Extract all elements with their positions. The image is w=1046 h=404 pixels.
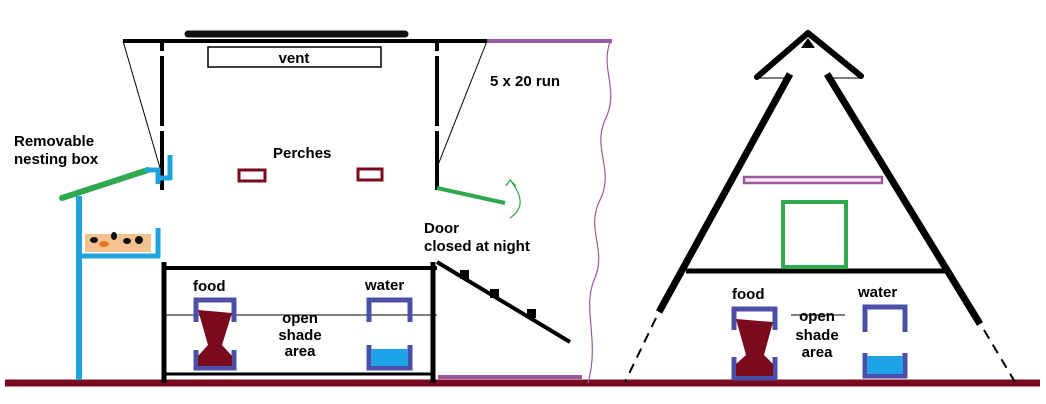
door-label-2: closed at night bbox=[424, 238, 530, 255]
nest-straw-eggs bbox=[85, 232, 151, 252]
ramp-cleat bbox=[490, 289, 499, 298]
shade-label-2: shade bbox=[278, 327, 321, 344]
a-frame-left-leg bbox=[655, 72, 794, 314]
a-frame-right-dashed bbox=[983, 329, 1016, 383]
food-label-front: food bbox=[732, 286, 764, 303]
nest-roof bbox=[59, 167, 151, 201]
eave-line-right bbox=[437, 40, 488, 166]
water-level bbox=[371, 349, 408, 366]
perch bbox=[356, 167, 384, 182]
a-frame-right-leg bbox=[824, 72, 983, 326]
vent-label: vent bbox=[279, 50, 310, 67]
shade-label-front-3: area bbox=[802, 344, 834, 361]
ridge-peak bbox=[801, 38, 815, 48]
ramp bbox=[435, 260, 572, 344]
ramp-cleat bbox=[527, 309, 536, 318]
door bbox=[436, 186, 506, 205]
shade-label-3: area bbox=[285, 343, 317, 360]
door-label-1: Door bbox=[424, 220, 459, 237]
nest-box-front bbox=[781, 200, 848, 269]
water-feeder-frame-front bbox=[862, 304, 908, 379]
ridge-cap bbox=[754, 30, 864, 80]
shade-label-1: open bbox=[282, 310, 318, 327]
a-frame-left-dashed bbox=[624, 317, 657, 383]
vent bbox=[207, 46, 382, 68]
ramp-cleat bbox=[460, 270, 469, 279]
shade-label-front-2: shade bbox=[795, 327, 838, 344]
water-label-front: water bbox=[857, 284, 897, 301]
food-feeder-frame bbox=[193, 297, 237, 371]
side-view: vent Perches 5 x 20 run Door closed at n… bbox=[14, 30, 612, 384]
food-feeder-frame-front bbox=[731, 306, 778, 381]
water-label: water bbox=[364, 277, 404, 294]
food-label: food bbox=[193, 278, 225, 295]
nesting-label-2: nesting box bbox=[14, 151, 99, 168]
nest-hanger bbox=[145, 155, 173, 184]
perch bbox=[237, 168, 267, 183]
food-hopper-front bbox=[736, 319, 773, 376]
food-hopper bbox=[198, 310, 232, 366]
perch-front bbox=[742, 175, 884, 185]
run-fence-edge bbox=[587, 41, 612, 384]
shade-label-front-1: open bbox=[799, 308, 835, 325]
run-label: 5 x 20 run bbox=[490, 73, 560, 90]
water-feeder-frame bbox=[366, 297, 413, 371]
eave-line-left bbox=[122, 40, 161, 169]
nesting-label-1: Removable bbox=[14, 133, 94, 150]
perches-label: Perches bbox=[273, 145, 331, 162]
front-view: food water open shade area bbox=[624, 30, 1016, 383]
nest-box bbox=[76, 228, 161, 259]
door-swing-arrow bbox=[505, 179, 521, 219]
water-level-front bbox=[867, 356, 903, 374]
